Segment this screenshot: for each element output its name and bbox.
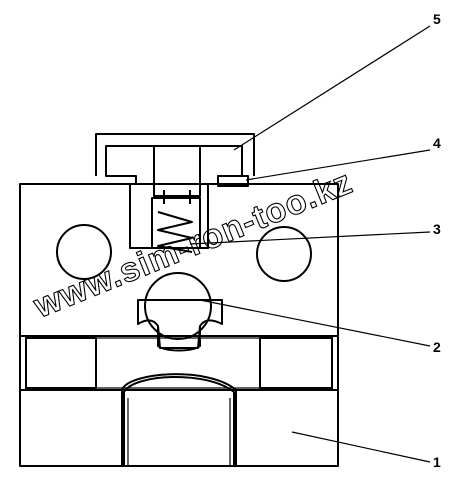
label-2: 2 xyxy=(433,339,441,355)
left-port xyxy=(56,224,112,280)
label-5: 5 xyxy=(433,11,441,27)
label-4: 4 xyxy=(433,135,441,151)
bottom-bore xyxy=(123,376,235,467)
seat-nozzle xyxy=(157,326,201,352)
cover-insert xyxy=(105,145,243,185)
valve-body xyxy=(19,183,339,467)
ball xyxy=(144,272,212,340)
spring xyxy=(157,211,193,253)
transverse-channel xyxy=(20,335,338,391)
label-1: 1 xyxy=(433,454,441,470)
leader-lines xyxy=(189,25,431,463)
label-3: 3 xyxy=(433,221,441,237)
gasket xyxy=(217,175,249,187)
cover-cap xyxy=(95,133,255,176)
right-port xyxy=(256,226,312,282)
